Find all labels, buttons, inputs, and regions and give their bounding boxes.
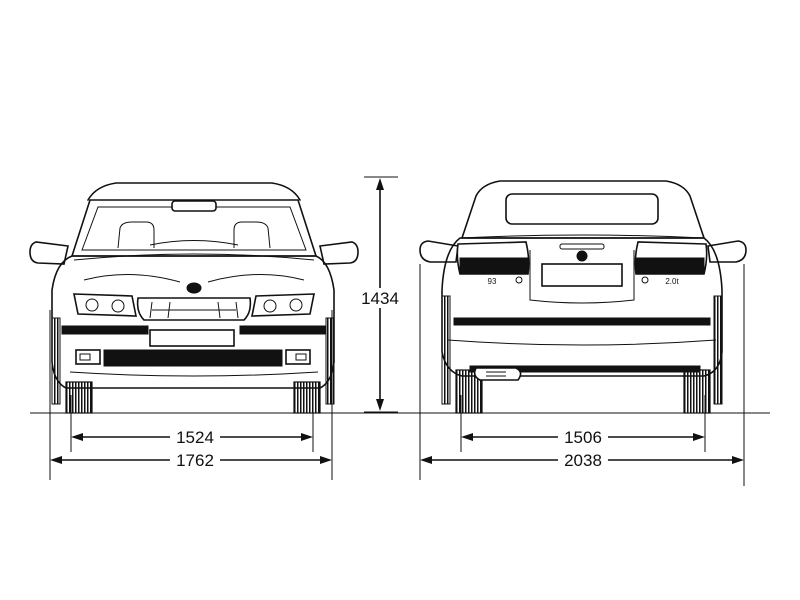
front-left-headlight [73, 293, 137, 317]
rear-body [441, 237, 723, 377]
rear-width-mirrors-label: 2038 [564, 451, 602, 470]
front-soft-top [87, 182, 301, 201]
front-left-tyre [65, 381, 93, 414]
front-right-headlight [251, 293, 315, 317]
rear-bumper-strip [453, 317, 711, 326]
front-saab-badge [186, 282, 202, 294]
front-licence-plate [149, 329, 235, 347]
rear-exhaust-pipes [473, 367, 522, 381]
front-body [51, 255, 335, 389]
rear-dimensions: 1506 2038 [419, 264, 745, 486]
front-right-tyre [293, 381, 321, 414]
rear-window [505, 193, 659, 225]
front-track-width-label: 1524 [176, 428, 214, 447]
front-grille [136, 297, 252, 321]
height-label: 1434 [361, 289, 399, 308]
front-dimensions: 1524 1762 [49, 310, 333, 480]
rear-view-car: 93 2.0t [419, 180, 747, 414]
front-view-car [29, 182, 359, 414]
rear-right-tyre [683, 369, 711, 414]
rear-track-width-label: 1506 [564, 428, 602, 447]
front-overall-width-label: 1762 [176, 451, 214, 470]
rear-licence-plate [541, 263, 623, 287]
rear-model-badge: 93 [488, 277, 497, 286]
front-bumper-strip [61, 325, 149, 335]
rear-saab-badge [576, 250, 588, 262]
front-lower-intake [103, 349, 283, 367]
rear-engine-badge: 2.0t [665, 277, 679, 286]
rear-exhaust [469, 365, 701, 373]
rear-left-mirror [419, 240, 459, 263]
rear-view-mirror [171, 200, 217, 212]
front-right-mirror [319, 241, 359, 265]
rear-right-mirror [707, 240, 747, 263]
front-left-mirror [29, 241, 69, 265]
height-dimension: 1434 [361, 176, 400, 413]
